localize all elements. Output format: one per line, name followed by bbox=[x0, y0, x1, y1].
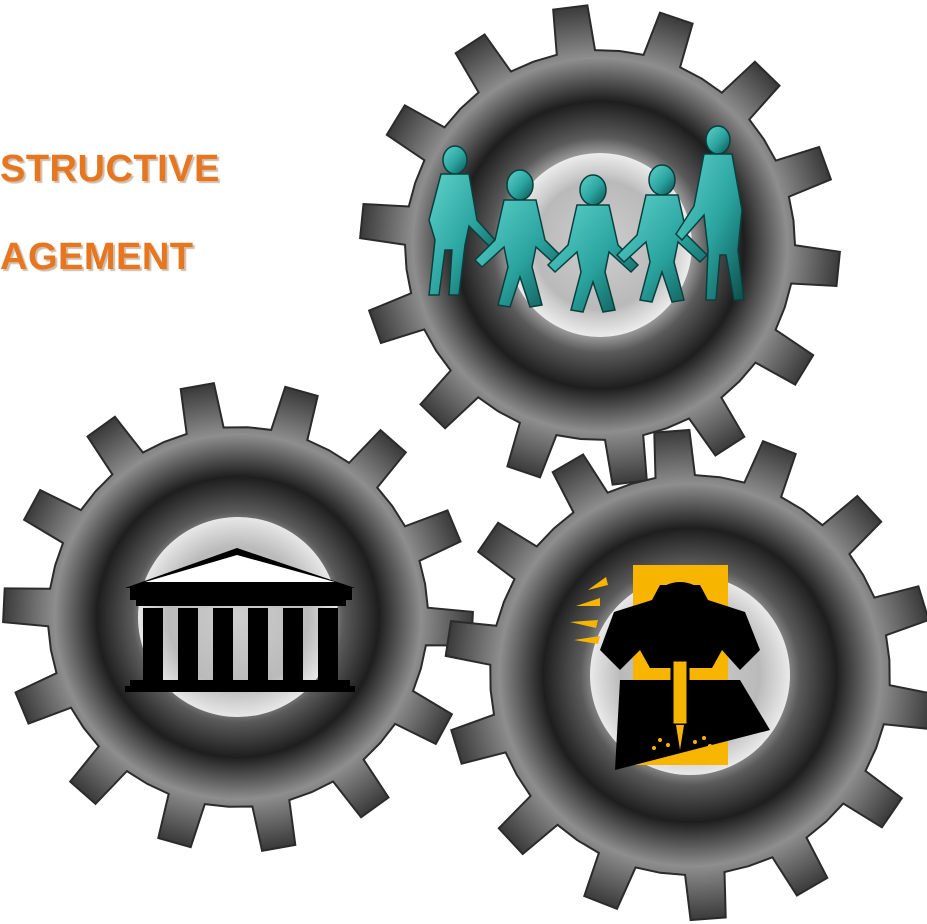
slide-title-line-1: STRUCTIVE bbox=[0, 148, 220, 190]
jackhammer-worker-icon bbox=[570, 565, 770, 770]
slide-title-line-2: AGEMENT bbox=[0, 236, 194, 278]
gear-left-icon bbox=[2, 382, 474, 852]
people-chain-icon bbox=[428, 125, 745, 313]
classical-building-icon bbox=[125, 548, 355, 692]
